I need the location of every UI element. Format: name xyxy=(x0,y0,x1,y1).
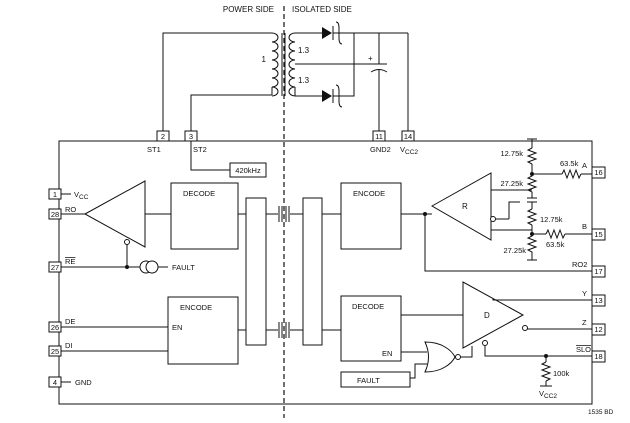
driver-d xyxy=(462,281,525,349)
pin-b-num: 15 xyxy=(594,230,602,239)
isolation-bus-left xyxy=(245,197,267,346)
pullup-label: 100k xyxy=(553,369,570,378)
pin-a-num: 16 xyxy=(594,168,602,177)
decode-left-label: DECODE xyxy=(183,189,215,198)
pin-y-num: 13 xyxy=(594,296,602,305)
pullup-resistor: 100k VCC2 xyxy=(539,356,570,400)
pin-re-num: 27 xyxy=(51,263,59,272)
pin-ro2-num: 17 xyxy=(594,267,602,276)
pin-z-num: 12 xyxy=(594,325,602,334)
driver-label: D xyxy=(484,311,490,320)
pin-st1: 2 ST1 xyxy=(147,130,170,154)
pin-gnd2: 11 GND2 xyxy=(370,130,391,154)
pin-ro2-name: RO2 xyxy=(572,260,587,269)
receiver-label: R xyxy=(462,202,468,211)
receiver-r xyxy=(430,172,492,241)
resistor-network-a: 12.75k 63.5k 27.25k A xyxy=(500,138,592,199)
isolated-power-transformer: 1 1.3 1.3 + xyxy=(162,21,409,131)
rb-top-label: 12.75k xyxy=(540,215,563,224)
coupler-bottom xyxy=(238,322,341,338)
pin-vcc-name: VCC xyxy=(74,190,89,201)
left-pins: 1 VCC 28 RO 27 RE 26 DE 25 DI 4 GND xyxy=(48,188,92,388)
svg-text:2: 2 xyxy=(161,132,165,141)
fault-output-label: FAULT xyxy=(172,263,195,272)
oscillator-box xyxy=(229,162,267,178)
rectifier-diode-top xyxy=(322,27,332,39)
coupler-top xyxy=(238,206,341,222)
encode-right-label: ENCODE xyxy=(353,189,385,198)
pin-re-name: RE xyxy=(65,257,75,266)
pin-di-name: DI xyxy=(65,341,73,350)
receiver-output-buffer xyxy=(83,180,146,248)
encode-left-block xyxy=(167,296,239,365)
isolation-bus-right xyxy=(302,197,323,346)
svg-text:11: 11 xyxy=(375,132,383,141)
svg-text:14: 14 xyxy=(404,132,412,141)
fault-box-label: FAULT xyxy=(357,376,380,385)
pin-ro-num: 28 xyxy=(51,210,59,219)
pin-st2: 3 ST2 xyxy=(184,130,207,154)
svg-text:3: 3 xyxy=(189,132,193,141)
or-gate xyxy=(424,341,456,373)
encode-left-label: ENCODE xyxy=(180,303,212,312)
rb-series-label: 63.5k xyxy=(546,240,565,249)
figure-id: 1535 BD xyxy=(588,409,614,416)
pin-de-name: DE xyxy=(65,317,75,326)
rectifier-diode-bottom xyxy=(322,90,332,102)
vcc2-bottom-label: VCC2 xyxy=(539,389,557,400)
ra-bottom-label: 27.25k xyxy=(500,179,523,188)
pin-a-name: A xyxy=(582,161,587,170)
en-left-label: EN xyxy=(172,323,182,332)
decode-right-label: DECODE xyxy=(352,302,384,311)
resistor-network-b: 12.75k 63.5k 27.25k B xyxy=(503,201,592,261)
pin-slo-num: 18 xyxy=(594,352,602,361)
decode-left-block xyxy=(170,182,239,250)
power-side-label: POWER SIDE xyxy=(223,5,274,14)
pin-ro2-box xyxy=(591,265,606,278)
en-right-label: EN xyxy=(382,349,392,358)
right-pins: 16 15 17 RO2 13 Y 12 Z 18 SLO xyxy=(572,166,606,363)
rb-bottom-label: 27.25k xyxy=(503,246,526,255)
pin-y-name: Y xyxy=(582,289,587,298)
svg-text:ST1: ST1 xyxy=(147,145,161,154)
svg-text:GND2: GND2 xyxy=(370,145,391,154)
pin-z-name: Z xyxy=(582,318,587,327)
secondary-ratio-bottom-label: 1.3 xyxy=(298,76,310,85)
pin-gnd-num: 4 xyxy=(53,378,57,387)
pin-slo-name: SLO xyxy=(576,345,591,354)
svg-text:VCC2: VCC2 xyxy=(400,145,418,156)
pin-b-box xyxy=(591,228,606,241)
isolated-side-label: ISOLATED SIDE xyxy=(292,5,352,14)
primary-ratio-label: 1 xyxy=(262,55,267,64)
ra-series-label: 63.5k xyxy=(560,159,579,168)
pin-de-num: 26 xyxy=(51,323,59,332)
secondary-ratio-top-label: 1.3 xyxy=(298,46,310,55)
encode-right-block xyxy=(340,182,402,250)
svg-text:ST2: ST2 xyxy=(193,145,207,154)
decode-right-block xyxy=(340,295,402,362)
pin-vcc-num: 1 xyxy=(53,190,57,199)
pin-di-num: 25 xyxy=(51,347,59,356)
oscillator-label: 420kHz xyxy=(235,166,261,175)
pin-gnd-name: GND xyxy=(75,378,92,387)
pin-b-name: B xyxy=(582,222,587,231)
pin-a-box xyxy=(591,166,606,179)
ra-top-label: 12.75k xyxy=(500,149,523,158)
pin-vcc2: 14 VCC2 xyxy=(400,130,418,156)
fault-box xyxy=(340,371,411,388)
cap-polarity: + xyxy=(368,54,373,63)
pin-ro-name: RO xyxy=(65,205,76,214)
